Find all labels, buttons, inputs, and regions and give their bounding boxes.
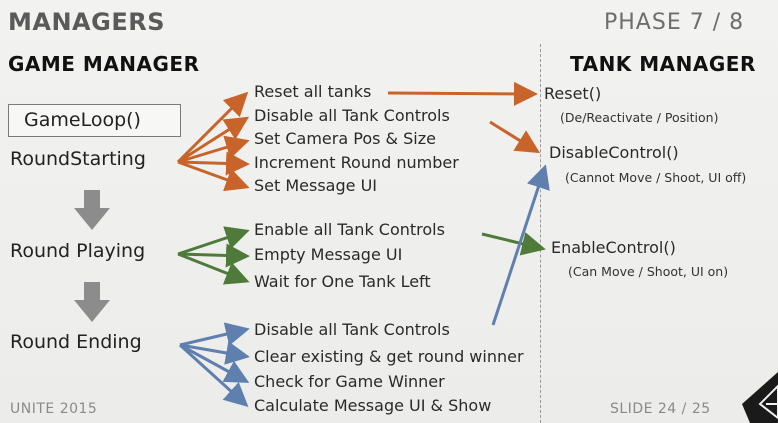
state-round-starting: RoundStarting bbox=[10, 148, 146, 170]
action-empty-message-ui: Empty Message UI bbox=[254, 245, 403, 264]
arrow-to-disable-controls bbox=[177, 116, 250, 164]
action-reset-all-tanks: Reset all tanks bbox=[254, 82, 372, 101]
action-calculate-message: Calculate Message UI & Show bbox=[254, 396, 492, 415]
arrow-to-set-message bbox=[177, 160, 250, 192]
action-clear-get-winner: Clear existing & get round winner bbox=[254, 347, 524, 366]
state-round-ending: Round Ending bbox=[10, 331, 142, 353]
arrow-to-reset-all bbox=[176, 91, 249, 164]
arrow-to-empty-message bbox=[177, 243, 250, 268]
arrow-to-set-camera bbox=[177, 135, 250, 164]
down-arrow-icon bbox=[74, 190, 110, 230]
method-enable-control: EnableControl() bbox=[551, 238, 676, 257]
game-manager-heading: GAME MANAGER bbox=[8, 52, 200, 76]
arrow-disable-to-tank-disable bbox=[489, 120, 541, 154]
arrow-to-increment-round bbox=[177, 151, 250, 176]
note-enable-control: (Can Move / Shoot, UI on) bbox=[568, 264, 729, 279]
action-increment-round: Increment Round number bbox=[254, 153, 459, 172]
slide-number: SLIDE 24 / 25 bbox=[610, 401, 711, 417]
state-round-playing: Round Playing bbox=[10, 240, 146, 262]
slide-title: MANAGERS bbox=[8, 8, 165, 36]
arrow-enable-to-tank-enable bbox=[481, 232, 546, 256]
arrow-to-wait-one-tank bbox=[177, 252, 250, 285]
down-arrow-icon bbox=[74, 282, 110, 322]
gameloop-label: GameLoop() bbox=[24, 109, 141, 131]
arrow-to-check-winner bbox=[179, 343, 250, 383]
action-set-message-ui: Set Message UI bbox=[254, 176, 377, 195]
action-set-camera: Set Camera Pos & Size bbox=[254, 129, 436, 148]
starting-arrows bbox=[176, 81, 541, 192]
note-disable-control: (Cannot Move / Shoot, UI off) bbox=[565, 170, 747, 185]
arrow-to-enable-controls bbox=[177, 226, 250, 256]
arrow-reset-to-tank-reset bbox=[387, 81, 538, 106]
arrow-to-calculate-message bbox=[178, 343, 249, 408]
ending-arrows bbox=[178, 164, 550, 408]
method-disable-control: DisableControl() bbox=[549, 143, 679, 162]
arrow-disable-end-to-tank-disable bbox=[491, 164, 550, 326]
method-reset: Reset() bbox=[544, 84, 602, 103]
action-wait-one-tank: Wait for One Tank Left bbox=[254, 272, 431, 291]
action-enable-tank-controls: Enable all Tank Controls bbox=[254, 220, 445, 239]
action-disable-tank-controls: Disable all Tank Controls bbox=[254, 106, 450, 125]
playing-arrows bbox=[177, 226, 546, 285]
arrow-to-clear-winner bbox=[179, 341, 250, 365]
arrow-to-disable-controls-end bbox=[179, 322, 250, 347]
event-footer: UNITE 2015 bbox=[10, 401, 98, 417]
tank-manager-heading: TANK MANAGER bbox=[570, 52, 756, 76]
note-reset: (De/Reactivate / Position) bbox=[560, 110, 719, 125]
action-disable-tank-controls-end: Disable all Tank Controls bbox=[254, 320, 450, 339]
gameloop-box bbox=[8, 104, 181, 137]
unity-logo-icon bbox=[742, 372, 778, 423]
action-check-game-winner: Check for Game Winner bbox=[254, 372, 445, 391]
phase-indicator: PHASE 7 / 8 bbox=[604, 10, 745, 35]
